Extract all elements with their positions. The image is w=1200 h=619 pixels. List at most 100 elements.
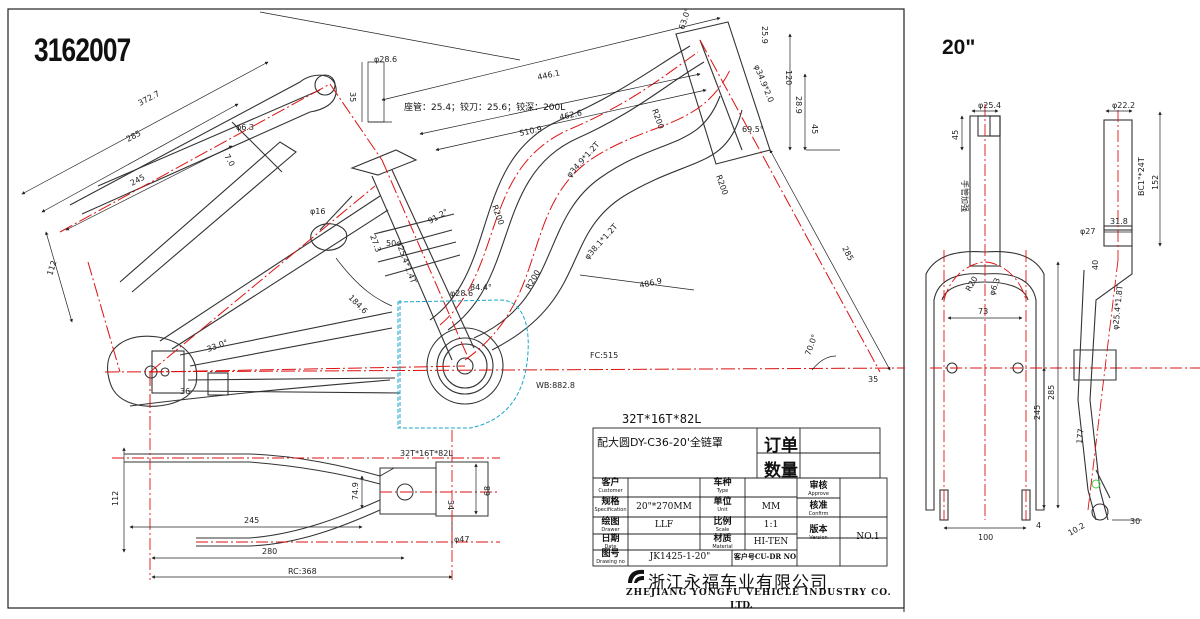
dim-phi16: φ16 [310, 207, 325, 216]
dim-r200-c: R200 [714, 174, 730, 197]
seatstay-detail [69, 74, 337, 293]
stays-spec: 32T*16T*82L [400, 449, 453, 458]
fork-side-152: 152 [1151, 175, 1160, 190]
fork-front-centerlines [930, 104, 1200, 520]
dim-330: 33.0° [206, 338, 230, 354]
dim-486: 486.9 [639, 276, 663, 290]
dim-fc: FC:515 [590, 351, 618, 360]
dim-r200-b: R200 [650, 108, 666, 131]
dim-50: 50 [386, 239, 396, 248]
tb-material-value: HI-TEN [753, 537, 789, 547]
tb-unit-value: MM [761, 502, 781, 512]
dim-downtube: φ38.1*1.2T [583, 222, 620, 261]
fork-note: 手管加强 [960, 180, 970, 212]
chain-guard-outline [397, 299, 529, 429]
dim-273: 27.3 [368, 234, 383, 254]
fork-side-phi222: φ22.2 [1112, 101, 1135, 110]
dim-seattube: φ25.4*1.4T [394, 240, 418, 285]
company-logo-icon [628, 569, 644, 583]
dim-695: 69.5° [742, 125, 764, 134]
stays-dim-749: 74.9 [351, 482, 360, 500]
fork-side-30: 30 [1130, 517, 1140, 526]
dim-45: 45 [810, 124, 819, 134]
dim-844: 84.4° [470, 283, 492, 292]
tb-spec-value: 20"*270MM [636, 502, 692, 512]
stays-dimension-lines [122, 447, 478, 579]
fork-dim-245: 245 [1033, 405, 1042, 420]
fork-side-blade: φ25.4*1.8T [1111, 285, 1125, 331]
fork-dim-phi63: φ6.3 [987, 277, 1002, 297]
dim-seatstay-112: 112 [45, 259, 58, 276]
stays-dim-34: 34 [446, 500, 455, 510]
chain-guard-note: 配大圆DY-C36-20'全链罩 [597, 436, 723, 449]
fork-dim-285: 285 [1047, 385, 1056, 400]
dim-r200-a: R200 [490, 204, 506, 227]
frame-dimension-lines [21, 11, 891, 371]
fork-dim-45: 45 [951, 130, 960, 140]
dim-phi286b: φ28.6 [450, 289, 473, 298]
fork-dim-4: 4 [1036, 521, 1041, 530]
fork-side-40: 40 [1091, 260, 1100, 270]
tb-version-value: NO.1 [856, 532, 880, 542]
dim-259: 25.9 [760, 26, 769, 44]
dim-285: 285 [840, 245, 855, 263]
stays-dim-112: 112 [111, 491, 120, 506]
dim-70: 7.0 [222, 153, 236, 169]
order-label: 订单 [764, 436, 798, 456]
dim-seatstay-length: 372.7 [137, 89, 161, 108]
stays-dim-labels: 32T*16T*82L 112 245 280 RC:368 74.9 34 6… [111, 449, 492, 576]
dim-510: 510.9 [519, 124, 543, 138]
dim-headtube: φ34.9*2.0 [752, 63, 775, 103]
fork-side-centerlines [1087, 110, 1119, 511]
fork-front-labels: φ25.4 45 手管加强 R20 φ6.3 73 285 245 100 4 [951, 101, 1056, 542]
fork-side-thread: BC1"*24T [1137, 157, 1146, 196]
dim-1846: 184.6 [347, 293, 370, 316]
dim-wb: WB:882.8 [536, 381, 575, 390]
fork-dim-73: 73 [978, 307, 988, 316]
tb-drawer-value: LLF [654, 520, 674, 530]
company-name-en: ZHEJIANG YONGFU VEHICLE INDUSTRY CO. [626, 588, 892, 598]
stays-dim-rc: RC:368 [288, 567, 317, 576]
dim-phi63: φ6.3 [236, 123, 254, 132]
fork-dim-100: 100 [978, 533, 993, 542]
drawing-number: 3162007 [34, 32, 131, 68]
fork-front-dimension-lines [943, 109, 1060, 530]
dim-phi286: φ28.6 [374, 55, 397, 64]
dim-700: 70.0° [803, 333, 819, 357]
fork-dim-r20: R20 [964, 275, 980, 293]
dim-912: 91.2° [427, 207, 450, 226]
dim-289: 28.9 [794, 96, 803, 114]
company-name-en-suffix: LTD. [730, 601, 753, 611]
fork-side-dimension-lines [1104, 109, 1162, 521]
dim-seatstay-245: 245 [129, 173, 147, 188]
seat-tube-note: 座管：25.4；铰刀：25.6；铰深：200L [404, 101, 565, 113]
dim-r200-d: R200 [524, 268, 542, 291]
dim-36: 36 [180, 387, 190, 396]
frame-centerlines [59, 39, 906, 418]
dim-630: 63.0° [677, 7, 692, 31]
fork-side-318: 31.8 [1110, 217, 1128, 226]
dim-toptube: φ34.9*1.2T [565, 140, 602, 179]
stays-centerlines [112, 418, 500, 580]
wheel-size-label: 20" [942, 36, 976, 59]
dim-35b: 35 [868, 375, 878, 384]
dim-446: 446.1 [537, 68, 561, 82]
stays-dim-280: 280 [262, 547, 277, 556]
stays-dim-68: 68 [483, 486, 492, 496]
fork-side-labels: φ22.2 BC1"*24T 152 31.8 φ27 40 φ25.4*1.8… [1067, 101, 1161, 538]
chain-spec-label: 32T*16T*82L [622, 412, 702, 426]
company-name-cn: 浙江永福车业有限公司 [648, 573, 828, 593]
